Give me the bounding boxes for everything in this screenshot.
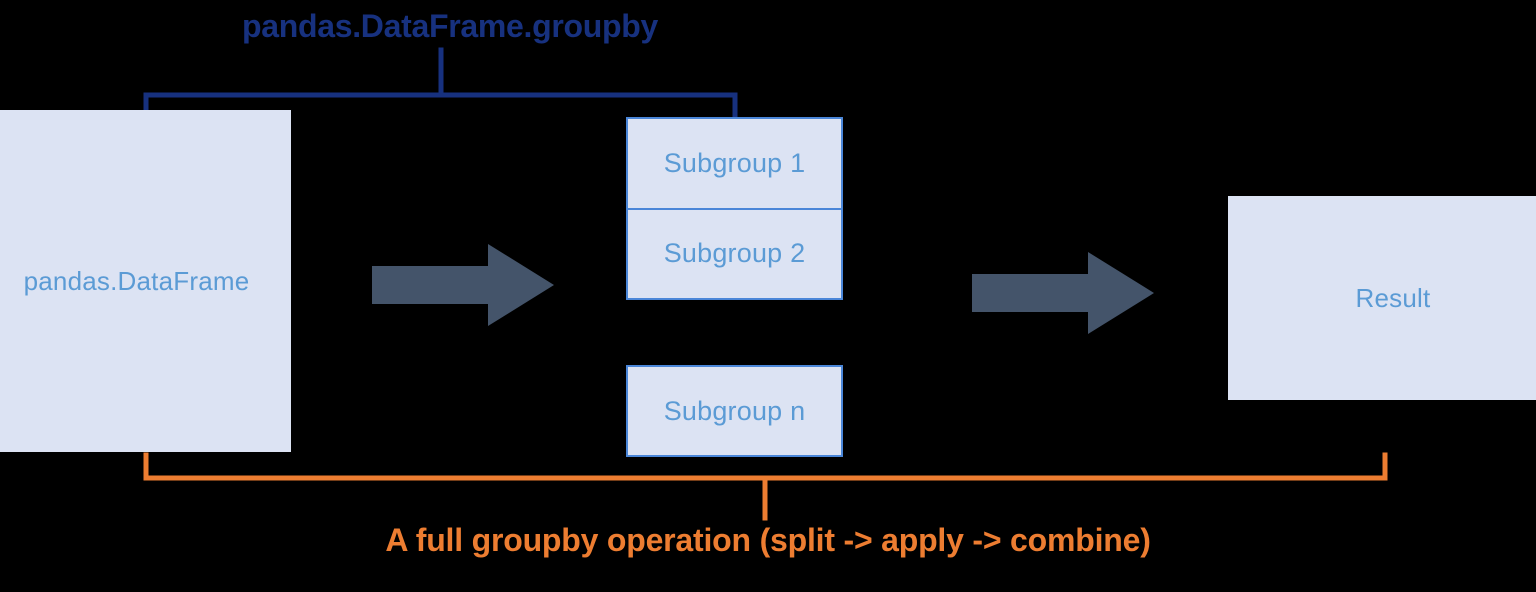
subgroup-n-block: Subgroup n: [626, 365, 843, 457]
full-operation-bracket-span: [143, 452, 1388, 481]
full-operation-bracket: [143, 452, 1388, 521]
subgroup-stack: Subgroup 1 Subgroup 2: [626, 117, 843, 300]
result-block: Result: [1228, 196, 1536, 400]
page-title: pandas.DataFrame.groupby: [241, 8, 658, 44]
split-arrow-shape: [372, 244, 554, 326]
full-operation-caption: A full groupby operation (split -> apply…: [385, 522, 1151, 558]
groupby-bracket: [143, 47, 738, 120]
dataframe-block: pandas.DataFrame: [0, 110, 291, 452]
subgroup-2-label: Subgroup 2: [663, 238, 806, 269]
dataframe-block-label: pandas.DataFrame: [23, 265, 250, 296]
combine-arrow-shape: [972, 252, 1154, 334]
subgroup-cell: Subgroup 1: [628, 119, 841, 208]
combine-arrow: [972, 252, 1154, 334]
subgroup-cell: Subgroup 2: [628, 207, 841, 299]
subgroup-n-label: Subgroup n: [663, 395, 806, 426]
subgroup-1-label: Subgroup 1: [663, 147, 806, 178]
split-arrow: [372, 244, 554, 326]
result-block-label: Result: [1355, 282, 1431, 313]
